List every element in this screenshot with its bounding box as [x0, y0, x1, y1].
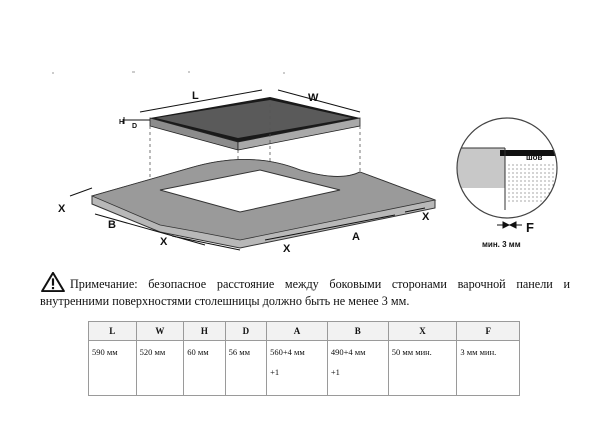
warning-icon [41, 272, 65, 292]
col-header-W: W [135, 321, 185, 341]
table-header-row: L W H D A B X F [88, 321, 520, 341]
dimensions-table: L W H D A B X F 590 мм 520 мм 60 мм 56 м… [88, 321, 520, 396]
label-A: A [352, 231, 360, 243]
cell-W: 520 мм [135, 340, 185, 396]
label-F: F [526, 220, 534, 235]
cell-X: 50 мм мин. [387, 340, 458, 396]
label-X-right: X [422, 211, 430, 223]
safety-note: Примечание: безопасное расстояние между … [40, 272, 570, 310]
cell-B: 490+4 мм +1 [326, 340, 389, 396]
label-X-bottom: X [283, 243, 291, 255]
note-text: Примечание: безопасное расстояние между … [40, 277, 570, 308]
cell-F: 3 мм мин. [456, 340, 520, 396]
label-W: W [308, 92, 319, 104]
col-header-F: F [456, 321, 520, 341]
cell-A: 560+4 мм +1 [266, 340, 328, 396]
label-X-bottom-left: X [160, 236, 168, 248]
col-header-X: X [387, 321, 458, 341]
cell-D: 56 мм [224, 340, 268, 396]
label-H: H [119, 119, 124, 126]
detail-circle [457, 118, 557, 218]
installation-diagram: L W H D X B X X A X [52, 71, 558, 255]
col-header-A: A [266, 321, 328, 341]
countertop-drawing [90, 158, 437, 249]
col-header-L: L [88, 321, 137, 341]
table-row: 590 мм 520 мм 60 мм 56 мм 560+4 мм +1 49… [88, 340, 520, 396]
label-seam: шов [526, 153, 543, 162]
col-header-B: B [326, 321, 389, 341]
cell-L: 590 мм [88, 340, 137, 396]
hob-drawing [149, 97, 361, 151]
label-D: D [132, 123, 137, 130]
label-B: B [108, 219, 116, 231]
col-header-D: D [224, 321, 268, 341]
cell-H: 60 мм [183, 340, 226, 396]
label-min-gap: мин. 3 мм [482, 240, 521, 249]
label-X-left: X [58, 203, 66, 215]
col-header-H: H [183, 321, 226, 341]
label-L: L [192, 90, 199, 102]
